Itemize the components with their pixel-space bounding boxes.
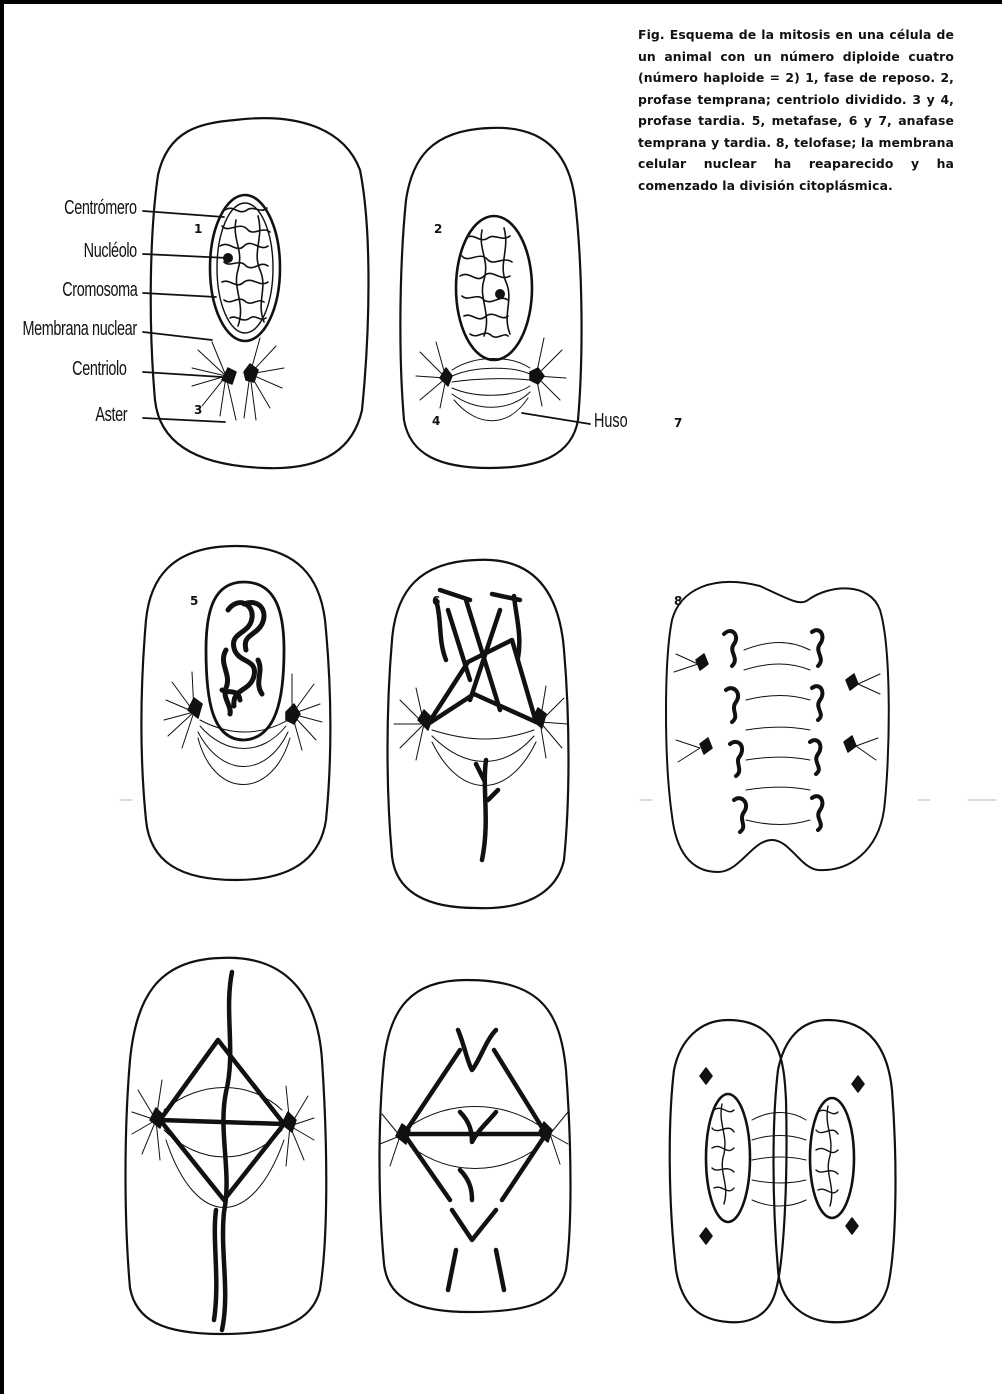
label-leaders bbox=[143, 211, 228, 422]
cell-stage-6 bbox=[388, 560, 569, 908]
label-centriolo: Centriolo bbox=[73, 358, 127, 381]
cell-stage-8 bbox=[666, 582, 889, 872]
stage-number-4: 4 bbox=[432, 414, 440, 428]
figure-caption: Fig. Esquema de la mitosis en una célula… bbox=[638, 24, 954, 196]
label-aster: Aster bbox=[95, 404, 127, 427]
stage-number-7: 7 bbox=[674, 416, 682, 430]
label-huso: Huso bbox=[594, 410, 628, 433]
stage-number-3: 3 bbox=[194, 403, 202, 417]
stage-number-6: 6 bbox=[432, 594, 440, 608]
stage-number-1: 1 bbox=[194, 222, 202, 236]
stage-number-8: 8 bbox=[674, 594, 682, 608]
label-cromosoma: Cromosoma bbox=[62, 279, 137, 302]
stage-number-5: 5 bbox=[190, 594, 198, 608]
label-nucleolo: Nucléolo bbox=[84, 240, 137, 263]
spindle-leader bbox=[522, 413, 590, 424]
label-centromero: Centrómero bbox=[65, 197, 137, 220]
stage-number-2: 2 bbox=[434, 222, 442, 236]
aster-rays bbox=[192, 338, 284, 420]
cell-stage-telophase bbox=[670, 1020, 896, 1322]
cell-stage-2 bbox=[400, 128, 590, 468]
label-membrana-nuclear: Membrana nuclear bbox=[23, 318, 137, 341]
cell-stage-5 bbox=[142, 546, 331, 880]
cell-stage-metaphase-drawing bbox=[126, 958, 327, 1334]
cell-stage-1 bbox=[151, 118, 369, 468]
cell-stage-late-anaphase bbox=[380, 980, 571, 1312]
